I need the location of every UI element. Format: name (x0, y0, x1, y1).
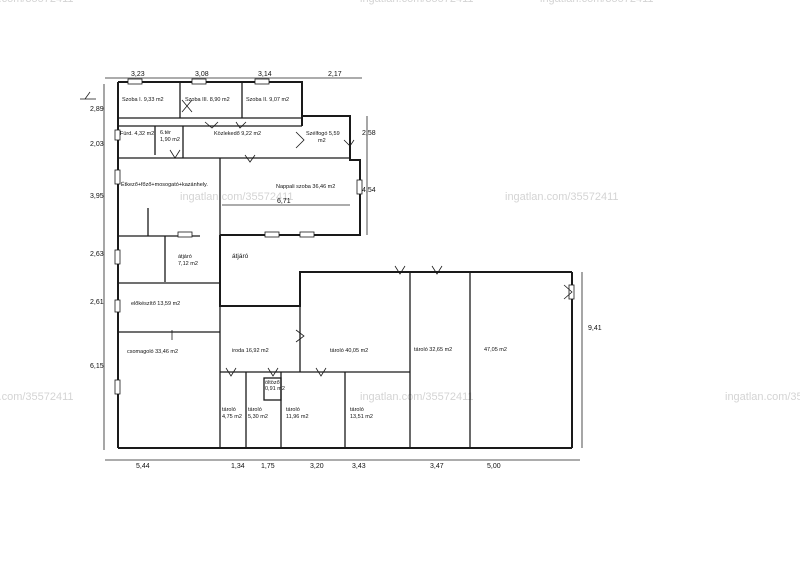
dim-inner-nappali: 6,71 (277, 198, 291, 205)
window (127, 78, 143, 85)
room-tarolo-13-area: 13,51 m2 (350, 414, 373, 420)
window (191, 78, 207, 85)
dim-top-1: 3,23 (131, 71, 145, 78)
dim-top-2: 3,08 (195, 71, 209, 78)
dim-left-1: 2,89 (90, 106, 104, 113)
window (356, 179, 363, 195)
room-furdo: Fürd. 4,32 m2 (120, 131, 154, 137)
window (254, 78, 270, 85)
room-tarolo-4-label: tároló (222, 407, 236, 413)
dim-bottom-1: 5,44 (136, 463, 150, 470)
room-szoba-1: Szoba I. 9,33 m2 (122, 97, 164, 103)
room-47: 47,05 m2 (484, 347, 507, 353)
dim-left-2: 2,03 (90, 141, 104, 148)
watermark-right-bottom: ingatlan.com/35572411 (725, 391, 800, 403)
watermark-right: ingatlan.com/35572411 (505, 191, 619, 203)
dim-left-5: 2,61 (90, 299, 104, 306)
watermark-center: ingatlan.com/35572411 (180, 191, 294, 203)
dim-left-3: 3,95 (90, 193, 104, 200)
dim-bottom-2: 1,34 (231, 463, 245, 470)
dim-top-4: 2,17 (328, 71, 342, 78)
room-wc-area: 1,90 m2 (160, 137, 180, 143)
north-arrow-icon (80, 91, 96, 100)
dim-right-2: 4,54 (362, 187, 376, 194)
dim-bottom-6: 3,47 (430, 463, 444, 470)
room-tarolo-4-area: 4,75 m2 (222, 414, 242, 420)
room-tarolo-5-label: tároló (248, 407, 262, 413)
window (264, 231, 280, 238)
window (114, 249, 121, 265)
dim-left-4: 2,63 (90, 251, 104, 258)
room-szelfogo-label: Szélfogó 5,59 (306, 131, 340, 137)
room-wc-label: 6.tér (160, 130, 171, 136)
dim-bottom-4: 3,20 (310, 463, 324, 470)
room-szelfogo-area: m2 (318, 138, 326, 144)
room-oltozo-area: 0,91 m2 (265, 386, 285, 392)
dim-left-6: 6,15 (90, 363, 104, 370)
dim-right-3: 9,41 (588, 325, 602, 332)
room-tarolo-11-area: 11,96 m2 (286, 414, 309, 420)
room-etkezo: Étkező+főző+mosogató+kazánhely. (121, 181, 208, 188)
room-szoba-2: Szoba II. 9,07 m2 (246, 97, 289, 103)
window (114, 299, 121, 313)
watermark-top-center: ingatlan.com/35572411 (360, 0, 474, 5)
window (299, 231, 315, 238)
dim-top-3: 3,14 (258, 71, 272, 78)
window (114, 379, 121, 395)
room-tarolo-5-area: 5,30 m2 (248, 414, 268, 420)
room-csomagolo: csomagoló 33,46 m2 (127, 349, 178, 355)
watermark-left-bottom: ingatlan.com/35572411 (0, 391, 74, 403)
room-kozlekedo: Közlekedő 9,22 m2 (214, 131, 261, 137)
window (177, 231, 193, 238)
dim-right-1: 2,58 (362, 130, 376, 137)
window (114, 169, 121, 185)
dim-bottom-3: 1,75 (261, 463, 275, 470)
room-szoba-3: Szoba III. 8,90 m2 (185, 97, 230, 103)
room-elokeszito: előkészítő 13,59 m2 (131, 301, 180, 307)
watermark-top-left: ingatlan.com/35572411 (0, 0, 74, 5)
room-iroda: iroda 16,92 m2 (232, 348, 269, 354)
room-tarolo-40: tároló 40,05 m2 (330, 348, 368, 354)
room-atjaro-1-area: 7,12 m2 (178, 261, 198, 267)
watermark-center-bottom: ingatlan.com/35572411 (360, 391, 474, 403)
doors (169, 99, 573, 377)
room-atjaro-2: átjáró (232, 253, 249, 260)
dim-bottom-5: 3,43 (352, 463, 366, 470)
watermark-top-right: ingatlan.com/35572411 (540, 0, 654, 5)
watermarks: ingatlan.com/35572411 ingatlan.com/35572… (0, 0, 800, 403)
room-tarolo-11-label: tároló (286, 407, 300, 413)
room-labels: Szoba I. 9,33 m2 Szoba III. 8,90 m2 Szob… (120, 97, 507, 420)
room-tarolo-32: tároló 32,65 m2 (414, 347, 452, 353)
windows (114, 78, 575, 395)
room-tarolo-13-label: tároló (350, 407, 364, 413)
dimensions (103, 77, 583, 461)
room-nappali: Nappali szoba 36,46 m2 (276, 184, 335, 190)
window (114, 129, 121, 141)
room-oltozo-label: öltöző (265, 380, 280, 386)
room-atjaro-1-label: átjáró (178, 254, 192, 260)
dim-bottom-7: 5,00 (487, 463, 501, 470)
